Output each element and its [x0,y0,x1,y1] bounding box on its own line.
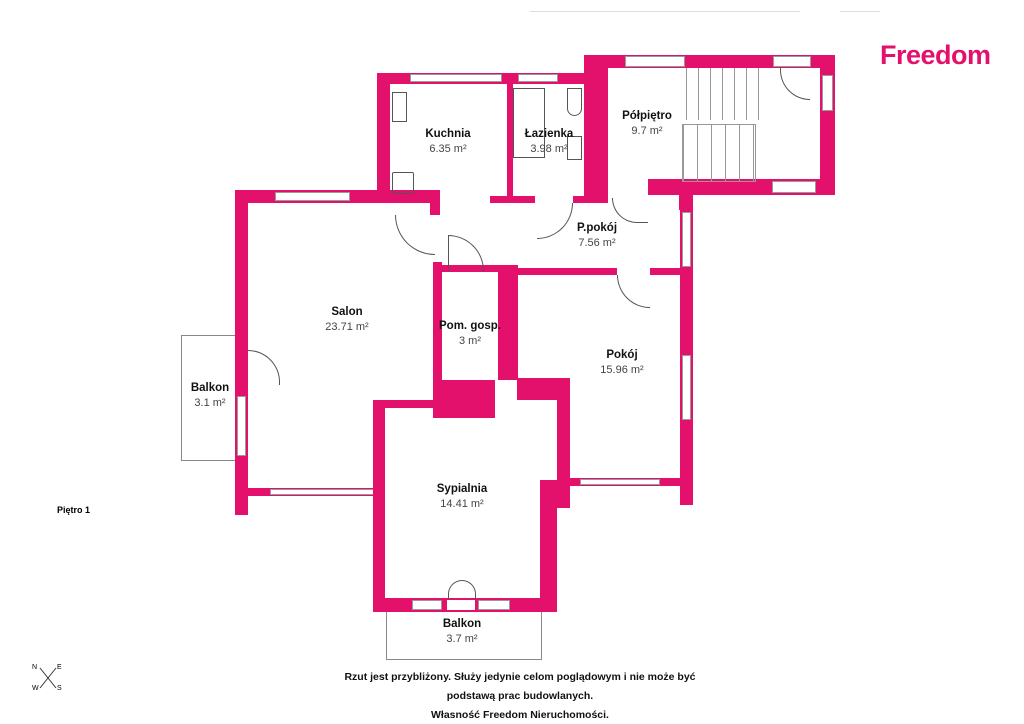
wall [517,268,617,275]
compass-icon: N E W S [30,662,66,694]
toilet-icon [567,88,582,116]
wall [540,480,557,612]
door [248,350,280,385]
door [537,203,573,239]
door [617,275,650,308]
wall [573,196,608,203]
disclaimer: Rzut jest przybliżony. Służy jedynie cel… [344,668,695,724]
wall [650,268,690,275]
disclaimer-line: podstawą prac budowlanych. [446,690,594,702]
compass-s: S [57,685,62,692]
wall [377,73,390,198]
wall [430,203,440,215]
wall [507,84,513,198]
compass-e: E [57,664,62,671]
wall [517,378,570,400]
window [412,600,442,610]
door [612,198,648,223]
window [822,75,833,111]
wall [433,380,495,418]
wall [498,268,518,380]
door [448,580,476,600]
stove-icon [392,172,414,194]
stairs [682,124,756,182]
wall [584,55,608,198]
wall [680,195,693,505]
bathtub-icon [513,88,545,158]
window [275,192,350,201]
compass-w: W [32,685,39,692]
window [478,600,510,610]
door [395,215,435,255]
sink-icon [392,92,407,122]
wall [490,196,535,203]
wall [557,378,570,508]
door [448,235,484,271]
window [682,212,691,267]
window [518,74,558,82]
ownership-line: Własność Freedom Nieruchomości. [431,709,609,721]
wall [235,190,248,515]
floor-label: Piętro 1 [57,505,91,515]
window [410,74,502,82]
balcony-door [447,600,475,610]
window [270,489,380,495]
window [625,56,685,67]
washbasin-icon [567,136,582,160]
compass-n: N [32,664,38,671]
wall [373,400,385,612]
door [780,68,810,100]
freedom-logo: Freedom [880,40,991,70]
wall [373,400,433,408]
window [580,479,660,485]
divider [530,11,800,12]
window [772,181,816,193]
divider [840,11,880,12]
disclaimer-line: Rzut jest przybliżony. Służy jedynie cel… [344,671,696,683]
door-opening [773,56,811,67]
stairs [686,68,764,120]
wall [433,262,442,407]
balcony-door [237,396,246,456]
room-label-pom-gosp: Pom. gosp.3 m² [439,320,501,347]
window [682,355,691,420]
